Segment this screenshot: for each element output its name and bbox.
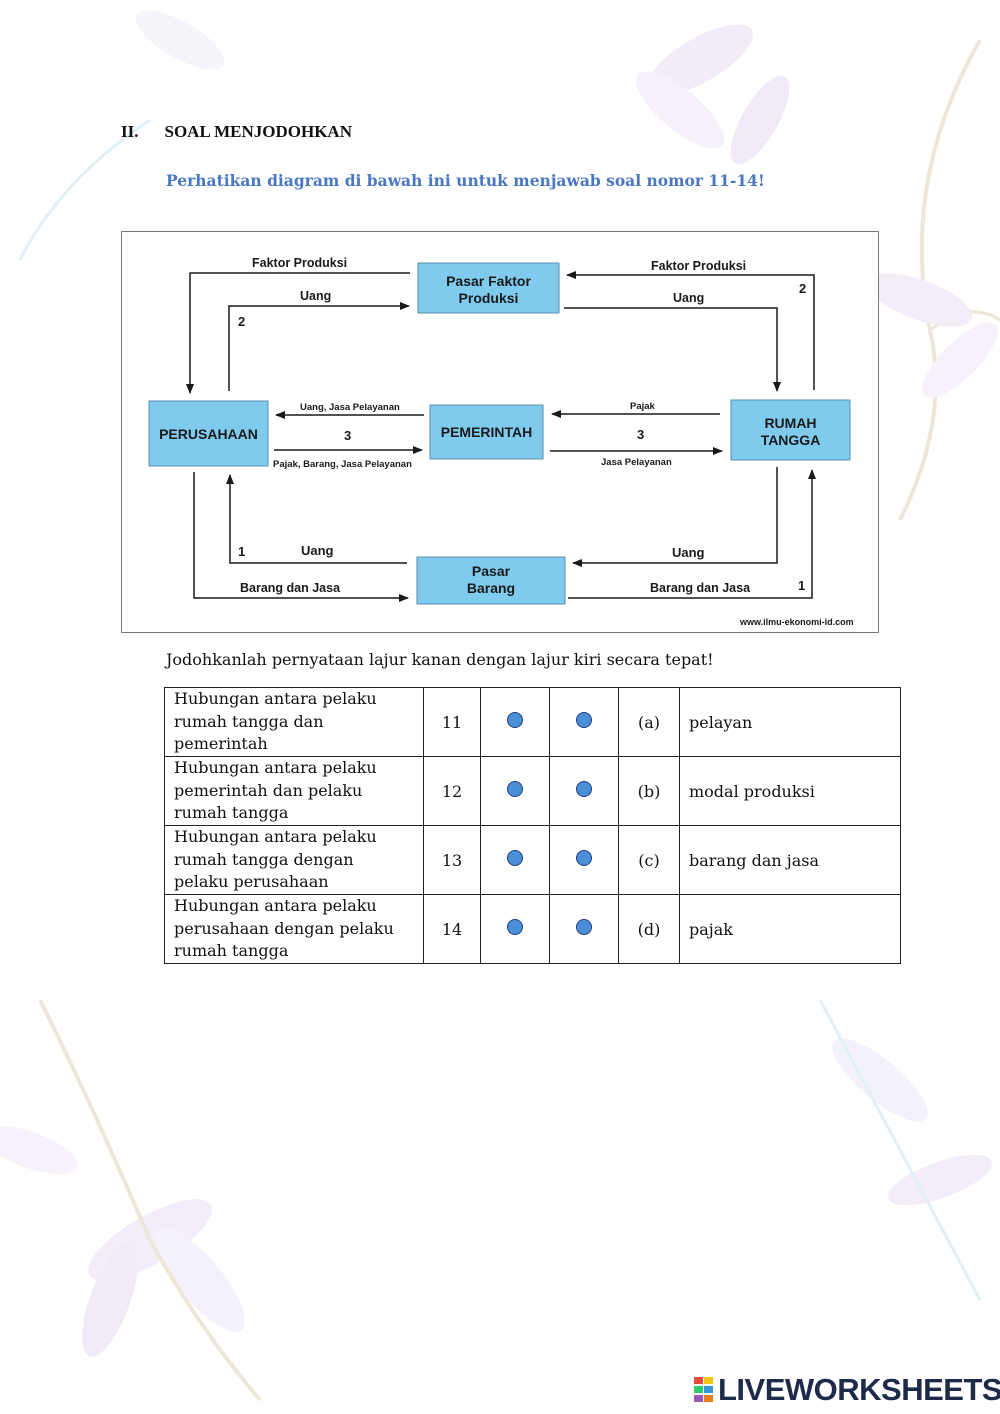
answer-text: modal produksi — [679, 756, 901, 826]
matching-table: Hubungan antara pelaku rumah tangga dan … — [164, 687, 901, 964]
right-connector-dot[interactable] — [576, 712, 592, 728]
label-pajak-barang-jasa: Pajak, Barang, Jasa Pelayanan — [273, 459, 412, 470]
label-barang-jasa-left: Barang dan Jasa — [240, 581, 341, 595]
arrow-faktor-produksi-left — [186, 272, 410, 394]
box-pemerintah — [429, 404, 544, 460]
box-pasar-faktor-line1: Pasar Faktor — [446, 273, 531, 289]
right-connector-dot[interactable] — [576, 919, 592, 935]
diagram-instruction: Perhatikan diagram di bawah ini untuk me… — [166, 171, 765, 190]
label-faktor-produksi-right: Faktor Produksi — [651, 259, 746, 273]
question-number: 13 — [423, 825, 481, 895]
box-pasar-barang-line2: Barang — [467, 580, 515, 596]
arrow-faktor-produksi-right — [566, 271, 815, 390]
box-rumah-tangga — [730, 399, 851, 461]
statement-cell: Hubungan antara pelaku perusahaan dengan… — [164, 894, 424, 964]
box-pasar-barang-line1: Pasar — [472, 563, 511, 579]
question-number: 11 — [423, 687, 481, 757]
section-heading: II. SOAL MENJODOHKAN — [121, 122, 352, 142]
left-connector-dot[interactable] — [507, 781, 523, 797]
label-num1-left: 1 — [238, 544, 245, 559]
statement-cell: Hubungan antara pelaku rumah tangga dan … — [164, 687, 424, 757]
label-uang-top-right: Uang — [673, 291, 704, 305]
left-connector-dot[interactable] — [507, 919, 523, 935]
label-num1-right: 1 — [798, 578, 805, 593]
statement-cell: Hubungan antara pelaku pemerintah dan pe… — [164, 756, 424, 826]
label-uang-bottom-left: Uang — [301, 543, 334, 558]
right-connector-dot[interactable] — [576, 850, 592, 866]
circular-flow-diagram: Pasar Faktor Produksi PERUSAHAAN PEMERIN… — [121, 231, 879, 633]
matching-instruction: Jodohkanlah pernyataan lajur kanan denga… — [166, 650, 714, 669]
label-num2-right: 2 — [799, 281, 806, 296]
question-number: 14 — [423, 894, 481, 964]
answer-text: pajak — [679, 894, 901, 964]
label-num2-left: 2 — [238, 314, 245, 329]
section-number: II. — [121, 122, 139, 141]
answer-text: barang dan jasa — [679, 825, 901, 895]
liveworksheets-logo-icon — [694, 1376, 713, 1402]
box-pasar-faktor — [417, 262, 560, 314]
arrow-barang-jasa-right — [568, 469, 816, 599]
label-uang-top-left: Uang — [300, 289, 331, 303]
table-row: Hubungan antara pelaku rumah tangga deng… — [164, 825, 901, 895]
box-pasar-faktor-line2: Produksi — [459, 290, 519, 306]
label-uang-bottom-right: Uang — [672, 545, 705, 560]
box-perusahaan-label: PERUSAHAAN — [159, 426, 258, 442]
left-connector-dot[interactable] — [507, 712, 523, 728]
label-jasa-pelayanan: Jasa Pelayanan — [601, 457, 672, 468]
diagram-svg: Pasar Faktor Produksi PERUSAHAAN PEMERIN… — [148, 256, 854, 627]
answer-letter: (b) — [618, 756, 680, 826]
box-perusahaan — [148, 400, 269, 467]
arrow-uang-top-left — [228, 302, 410, 391]
label-num3-left: 3 — [344, 428, 351, 443]
question-number: 12 — [423, 756, 481, 826]
box-pasar-barang — [416, 556, 566, 605]
answer-text: pelayan — [679, 687, 901, 757]
label-barang-jasa-right: Barang dan Jasa — [650, 581, 751, 595]
brand-wordmark: LIVEWORKSHEETS — [718, 1372, 1000, 1407]
answer-letter: (a) — [618, 687, 680, 757]
right-connector-dot[interactable] — [576, 781, 592, 797]
box-rumah-tangga-line1: RUMAH — [764, 415, 816, 431]
table-row: Hubungan antara pelaku rumah tangga dan … — [164, 687, 901, 757]
arrow-uang-bottom-right — [572, 467, 778, 567]
arrow-uang-bottom-left — [226, 474, 407, 564]
liveworksheets-brand: LIVEWORKSHEETS — [694, 1374, 1000, 1405]
box-pemerintah-label: PEMERINTAH — [441, 424, 533, 440]
arrow-uang-top-right — [564, 307, 781, 392]
answer-letter: (d) — [618, 894, 680, 964]
section-title: SOAL MENJODOHKAN — [164, 122, 352, 141]
table-row: Hubungan antara pelaku perusahaan dengan… — [164, 894, 901, 964]
label-num3-right: 3 — [637, 427, 644, 442]
arrow-barang-jasa-left — [193, 472, 409, 602]
label-faktor-produksi-left: Faktor Produksi — [252, 256, 347, 270]
source-credit: www.ilmu-ekonomi-id.com — [739, 617, 854, 627]
label-pajak: Pajak — [630, 401, 656, 412]
box-rumah-tangga-line2: TANGGA — [761, 432, 821, 448]
left-connector-dot[interactable] — [507, 850, 523, 866]
table-row: Hubungan antara pelaku pemerintah dan pe… — [164, 756, 901, 826]
label-uang-jasa-pelayanan: Uang, Jasa Pelayanan — [300, 402, 400, 413]
answer-letter: (c) — [618, 825, 680, 895]
statement-cell: Hubungan antara pelaku rumah tangga deng… — [164, 825, 424, 895]
